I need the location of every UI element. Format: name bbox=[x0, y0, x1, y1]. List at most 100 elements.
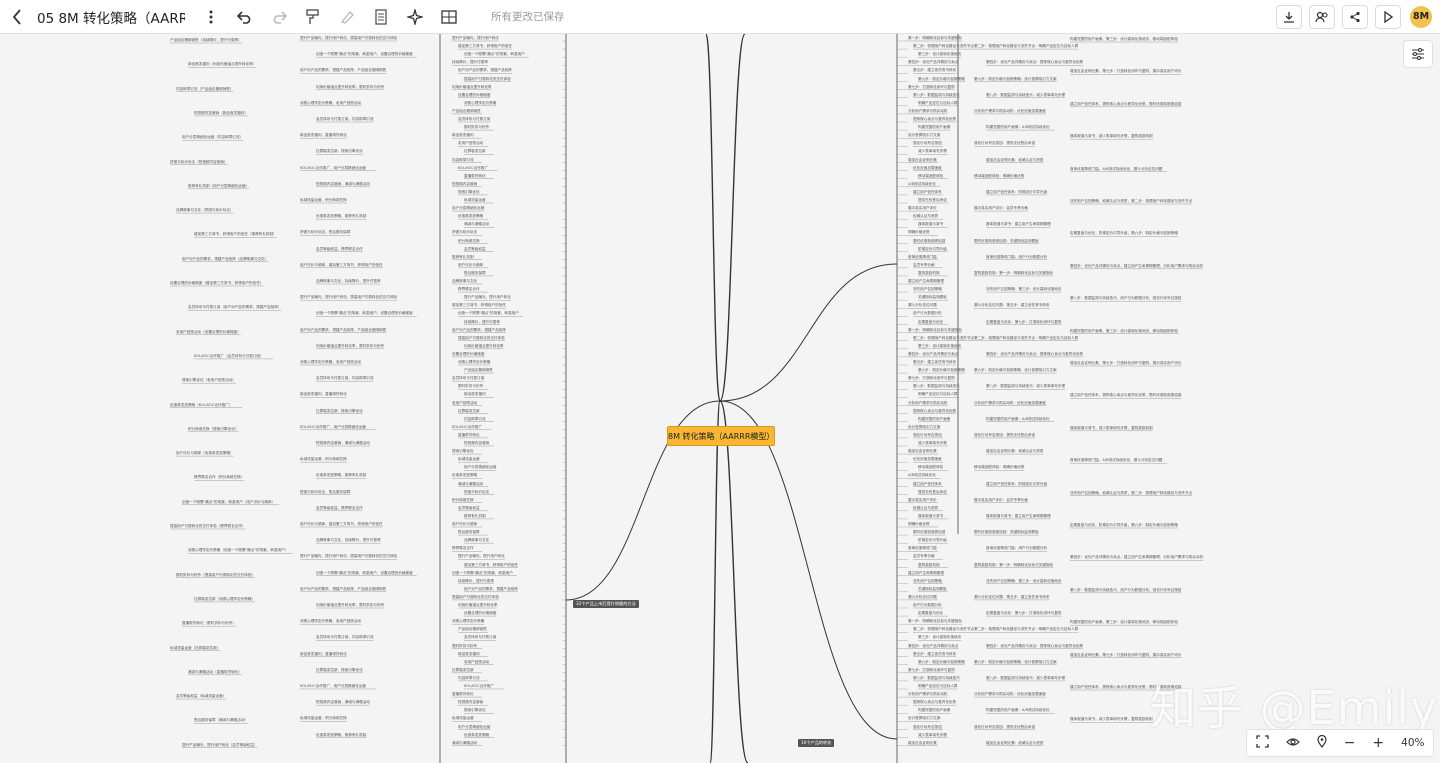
right-a-node-54[interactable]: A/B测试持续优化 bbox=[908, 473, 936, 478]
left-a-node-31[interactable]: 跨界联名合作 bbox=[458, 287, 480, 292]
left-c-node-39[interactable]: KOL/KOC合作推广（会员体系与付费订阅） bbox=[194, 353, 264, 358]
left-a-node-41[interactable]: 产品组合捆绑销售 bbox=[464, 368, 493, 373]
right-a-node-34[interactable]: 用户行为数据分析 bbox=[913, 311, 942, 316]
chevron-left-icon[interactable] bbox=[2, 0, 32, 33]
left-a-node-73[interactable]: 产品组合捆绑销售 bbox=[458, 627, 487, 632]
left-b-node-84[interactable]: 私域流量运营，积分商城兑换 bbox=[300, 716, 347, 721]
right-a-node-85[interactable]: 强化行动号召按钮 bbox=[913, 724, 942, 729]
left-a-node-49[interactable]: 直播带货转化 bbox=[458, 432, 480, 437]
left-c-node-87[interactable]: 提升产品曝光，提升用户转化（会员等级权益） bbox=[182, 742, 258, 747]
left-a-node-44[interactable]: 新品首发福利 bbox=[464, 392, 486, 397]
left-a-node-84[interactable]: 私域流量运营 bbox=[452, 716, 474, 721]
right-a-node-59[interactable]: 媒体报道与背书 bbox=[918, 513, 944, 518]
fit-screen-icon[interactable] bbox=[1255, 735, 1269, 751]
right-a-node-81[interactable]: 分析用户需求与购买动机 bbox=[908, 692, 948, 697]
left-a-node-66[interactable]: 创造一个刚需"痛点"的场景，刺激用户 bbox=[452, 570, 513, 575]
right-a-node-30[interactable]: 建立用户生命周期管理 bbox=[908, 279, 944, 283]
left-a-node-45[interactable]: 老用户回馈活动 bbox=[452, 400, 478, 405]
left-a-node-18[interactable]: 短视频内容营销 bbox=[452, 181, 478, 186]
left-c-node-30[interactable]: 设置合理的价格梯度（增加第三方背书，获得用户的信任） bbox=[170, 281, 264, 285]
right-a-node-74[interactable]: 第三步：设计高转化落地页 bbox=[918, 635, 962, 640]
left-a-node-52[interactable]: 私域流量运营 bbox=[458, 457, 480, 462]
left-a-node-48[interactable]: KOL/KOC合作推广 bbox=[452, 424, 483, 429]
left-b-node-42[interactable]: 会员体系与付费订阅，内容种草引流 bbox=[316, 376, 374, 381]
mindmap-canvas[interactable]: 提升产品曝光，提升用户转化提升产品曝光，提升用户转化，提高用户付费转化的交付体验… bbox=[0, 34, 1440, 763]
location-icon[interactable] bbox=[1316, 734, 1327, 751]
right-a-node-18[interactable]: A/B测试持续优化 bbox=[908, 181, 936, 186]
right-a-node-47[interactable]: 构建完整的用户画像 bbox=[918, 416, 951, 421]
left-a-node-83[interactable]: 搜索引擎优化 bbox=[464, 708, 486, 713]
left-b-node-16[interactable]: KOL/KOC合作推广，用户分层精细化运营 bbox=[300, 165, 367, 170]
right-a-node-80[interactable]: 明确产品定位与目标人群 bbox=[918, 684, 958, 688]
right-a-node-15[interactable]: 增加社会证明元素 bbox=[908, 157, 937, 162]
right-a-node-39[interactable]: 第四步：优化产品详情页与卖点 bbox=[908, 351, 959, 356]
right-a-node-69[interactable]: 漏斗分析定位问题 bbox=[908, 594, 937, 599]
left-a-node-29[interactable]: 售后服务保障 bbox=[464, 270, 486, 275]
right-a-node-27[interactable]: 首单优惠降低门槛 bbox=[908, 254, 937, 259]
right-a-node-49[interactable]: 强化行动号召按钮 bbox=[913, 432, 942, 437]
left-b-node-56[interactable]: 拼团与砍价玩法，售后服务保障 bbox=[300, 489, 351, 494]
left-c-node-81[interactable]: 会员等级权益（私域流量运营） bbox=[176, 694, 227, 699]
right-a-node-13[interactable]: 强化行动号召按钮 bbox=[913, 141, 942, 146]
left-a-node-0[interactable]: 提升产品曝光，提升用户转化 bbox=[452, 36, 499, 40]
right-c-node-32[interactable]: 第八步：数据监测与持续迭代，用户行为数据分析，强化行动号召按钮 bbox=[1070, 296, 1182, 301]
left-c-node-57[interactable]: 创造一个刚需"痛点"的场景，刺激用户（用户评价与晒单） bbox=[182, 499, 276, 504]
right-b-node-33[interactable]: 漏斗分析定位问题：第五步：建立信任背书体系 bbox=[974, 303, 1050, 308]
right-a-node-31[interactable]: 流失用户召回策略 bbox=[913, 287, 942, 292]
right-a-node-43[interactable]: 第八步：数据监测与持续迭代 bbox=[913, 384, 960, 389]
right-a-node-83[interactable]: 构建完整的用户画像 bbox=[918, 708, 951, 713]
left-b-node-24[interactable]: 拼团与砍价玩法，售后服务保障 bbox=[300, 230, 351, 235]
right-a-node-24[interactable]: 明确价格优势 bbox=[908, 230, 930, 235]
left-c-node-66[interactable]: 限时折扣与秒杀（提高用户付费转化的交付体验） bbox=[176, 572, 256, 577]
right-b-node-87[interactable]: 增加社会证明元素：权威认证与资质 bbox=[986, 740, 1044, 745]
right-a-node-36[interactable]: 第一步：明确转化目标与关键指标 bbox=[908, 327, 962, 332]
right-b-node-51[interactable]: 增加社会证明元素：权威认证与资质 bbox=[986, 449, 1044, 454]
left-a-node-3[interactable]: 持续降价，提升付费率 bbox=[452, 60, 488, 65]
right-a-node-3[interactable]: 第四步：优化产品详情页与卖点 bbox=[908, 60, 959, 65]
left-a-node-40[interactable]: 消费心理学定价策略 bbox=[458, 360, 491, 364]
right-a-node-55[interactable]: 建立用户信任体系 bbox=[913, 481, 942, 486]
right-a-node-40[interactable]: 第五步：建立信任背书体系 bbox=[913, 360, 957, 364]
right-a-node-10[interactable]: 提炼核心卖点与差异化优势 bbox=[913, 117, 957, 121]
zoom-level[interactable]: 40% bbox=[1401, 737, 1425, 749]
right-a-node-20[interactable]: 提供无忧售后承诺 bbox=[918, 198, 947, 202]
left-b-node-60[interactable]: 用户评价与晒单，增加第三方背书，获得用户的信任 bbox=[300, 522, 383, 526]
right-c-node-0[interactable]: 构建完整的用户画像，第三步：设计高转化落地页，移动端适配体验 bbox=[1070, 37, 1178, 41]
left-a-node-34[interactable]: 创造一个刚需"痛点"的场景，刺激用户 bbox=[458, 311, 519, 316]
left-a-node-17[interactable]: 直播带货转化 bbox=[464, 173, 486, 178]
left-c-node-60[interactable]: 提高用户付费转化的交付体验（跨界联名合作） bbox=[170, 524, 246, 528]
right-c-node-80[interactable]: 建立用户信任体系，提炼核心卖点与差异化优势，限时优惠制造紧迫感 bbox=[1070, 685, 1182, 689]
left-c-node-21[interactable]: 品牌故事与文化（拼团与砍价玩法） bbox=[176, 208, 234, 213]
right-b-node-31[interactable]: 流失用户召回策略：第三步：设计高转化落地页 bbox=[986, 287, 1062, 292]
right-a-node-65[interactable]: 复购激励机制 bbox=[918, 562, 940, 567]
right-a-node-71[interactable]: 定期复盘与优化 bbox=[918, 611, 944, 616]
left-c-node-3[interactable]: 新品首发福利（利用价格锚点提升转化率） bbox=[188, 62, 257, 67]
right-a-node-48[interactable]: 设计首屏吸引力文案 bbox=[908, 424, 941, 429]
left-c-node-51[interactable]: 用户评价与晒单（优惠券发放策略） bbox=[176, 451, 234, 456]
right-a-node-66[interactable]: 建立用户生命周期管理 bbox=[908, 570, 944, 575]
left-a-node-78[interactable]: 社群裂变拉新 bbox=[452, 667, 474, 672]
branch-node-left-2[interactable]: 10个产品的转化 bbox=[798, 739, 835, 747]
right-c-node-36[interactable]: 构建完整的用户画像，第三步：设计高转化落地页，移动端适配体验 bbox=[1070, 328, 1178, 333]
left-b-node-40[interactable]: 消费心理学定价策略，老用户回馈活动 bbox=[300, 360, 362, 364]
left-a-node-27[interactable]: 推荐有礼机制 bbox=[452, 254, 474, 259]
left-c-node-12[interactable]: 用户分层精细化运营（内容种草引流） bbox=[182, 135, 244, 140]
root-node[interactable]: 8M 转化策略（AARRR模型） bbox=[667, 426, 775, 446]
left-a-node-70[interactable]: 利用价格锚点提升转化率 bbox=[458, 603, 498, 607]
left-a-node-28[interactable]: 用户评价与晒单 bbox=[458, 262, 484, 267]
right-a-node-28[interactable]: 会员专享价格 bbox=[913, 262, 935, 267]
left-b-node-22[interactable]: 优惠券发放策略，推荐有礼机制 bbox=[316, 214, 367, 219]
right-b-node-25[interactable]: 限时优惠制造紧迫感：关键指标监测看板 bbox=[974, 238, 1039, 243]
branch-node-left-1[interactable]: 32个产品上市后提升销量的方法 bbox=[573, 600, 639, 608]
left-b-node-62[interactable]: 品牌故事与文化，持续降价，提升付费率 bbox=[316, 538, 381, 543]
right-a-node-86[interactable]: 减少表单填写步骤 bbox=[918, 732, 947, 737]
right-a-node-1[interactable]: 第二步：梳理用户转化路径与流失节点 bbox=[913, 44, 975, 49]
right-b-node-1[interactable]: 第二步：梳理用户转化路径与流失节点：明确产品定位与目标人群 bbox=[974, 44, 1079, 49]
people-icon[interactable] bbox=[1309, 4, 1335, 29]
right-a-node-2[interactable]: 第三步：设计高转化落地页 bbox=[918, 52, 962, 57]
zoom-in-button[interactable]: + bbox=[1372, 735, 1385, 751]
left-a-node-25[interactable]: 积分商城兑换 bbox=[458, 238, 480, 243]
right-a-node-70[interactable]: 用户行为数据分析 bbox=[913, 603, 942, 607]
left-a-node-59[interactable]: 推荐有礼机制 bbox=[464, 513, 486, 518]
right-a-node-11[interactable]: 构建完整的用户画像 bbox=[918, 125, 951, 130]
